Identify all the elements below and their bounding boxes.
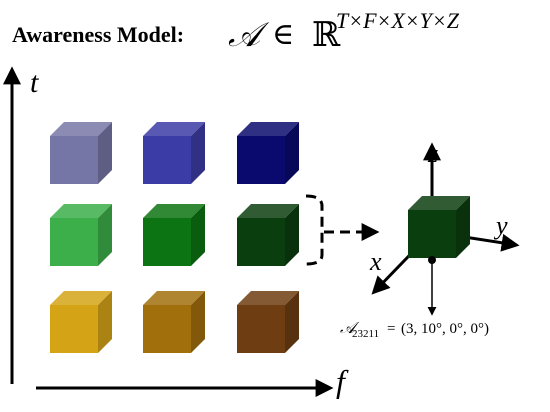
cube-r1-c1-top-face bbox=[50, 122, 112, 136]
cube-r1-c1 bbox=[50, 122, 112, 184]
cube-r3-c2-front-face bbox=[143, 305, 191, 353]
cube-r3-c1-front-face bbox=[50, 305, 98, 353]
time-axis-label: t bbox=[30, 66, 39, 99]
annotation-subscript: 23211 bbox=[352, 328, 379, 340]
cube-r2-c3-front-face bbox=[237, 218, 285, 266]
cube-r1-c3 bbox=[237, 122, 299, 184]
example-cube bbox=[408, 196, 470, 258]
cube-r1-c2-front-face bbox=[143, 136, 191, 184]
cube-r2-c1-front-face bbox=[50, 218, 98, 266]
cube-r2-c2-top-face bbox=[143, 204, 205, 218]
example-cube-shape-front-face bbox=[408, 210, 456, 258]
title-prefix: Awareness Model: bbox=[12, 22, 184, 47]
origin-dot bbox=[428, 256, 436, 264]
cube-r2-c3-top-face bbox=[237, 204, 299, 218]
cube-r3-c2 bbox=[143, 291, 205, 353]
cube-r2-c2-front-face bbox=[143, 218, 191, 266]
cube-r1-c1-side-face bbox=[98, 122, 112, 184]
cube-r2-c1 bbox=[50, 204, 112, 266]
cube-r2-c3 bbox=[237, 204, 299, 266]
cube-r1-c3-front-face bbox=[237, 136, 285, 184]
cube-r1-c3-top-face bbox=[237, 122, 299, 136]
cube-r2-c1-top-face bbox=[50, 204, 112, 218]
cube-r2-c2-side-face bbox=[191, 204, 205, 266]
selection-bracket bbox=[305, 194, 324, 266]
example-cube-shape bbox=[408, 196, 470, 258]
cube-r2-c3-side-face bbox=[285, 204, 299, 266]
title-space: ℝ bbox=[312, 15, 341, 55]
cube-r3-c2-top-face bbox=[143, 291, 205, 305]
title-exponent: T×F×X×Y×Z bbox=[336, 8, 460, 33]
cube-r3-c1 bbox=[50, 291, 112, 353]
cube-r1-c2 bbox=[143, 122, 205, 184]
cube-r3-c3 bbox=[237, 291, 299, 353]
cube-r3-c3-top-face bbox=[237, 291, 299, 305]
cube-r1-c3-side-face bbox=[285, 122, 299, 184]
cube-r3-c3-front-face bbox=[237, 305, 285, 353]
x-label: x bbox=[369, 247, 382, 276]
z-label: z bbox=[427, 139, 438, 168]
title-symbol: 𝒜 bbox=[228, 17, 270, 54]
annotation-value: (3, 10°, 0°, 0°) bbox=[401, 321, 489, 337]
y-label: y bbox=[493, 211, 508, 240]
feature-axis-label: f bbox=[336, 363, 349, 399]
cube-r3-c3-side-face bbox=[285, 291, 299, 353]
cube-r3-c1-top-face bbox=[50, 291, 112, 305]
annotation-symbol: 𝒜 bbox=[340, 320, 360, 337]
cube-r3-c2-side-face bbox=[191, 291, 205, 353]
cube-r1-c2-top-face bbox=[143, 122, 205, 136]
example-cube-shape-side-face bbox=[456, 196, 470, 258]
cube-r1-c2-side-face bbox=[191, 122, 205, 184]
annotation-equals: = bbox=[387, 321, 395, 337]
example-cube-shape-top-face bbox=[408, 196, 470, 210]
cube-r2-c1-side-face bbox=[98, 204, 112, 266]
title-relation: ∈ bbox=[272, 17, 294, 52]
cube-r1-c1-front-face bbox=[50, 136, 98, 184]
cube-grid bbox=[50, 122, 299, 353]
cube-r3-c1-side-face bbox=[98, 291, 112, 353]
cube-r2-c2 bbox=[143, 204, 205, 266]
